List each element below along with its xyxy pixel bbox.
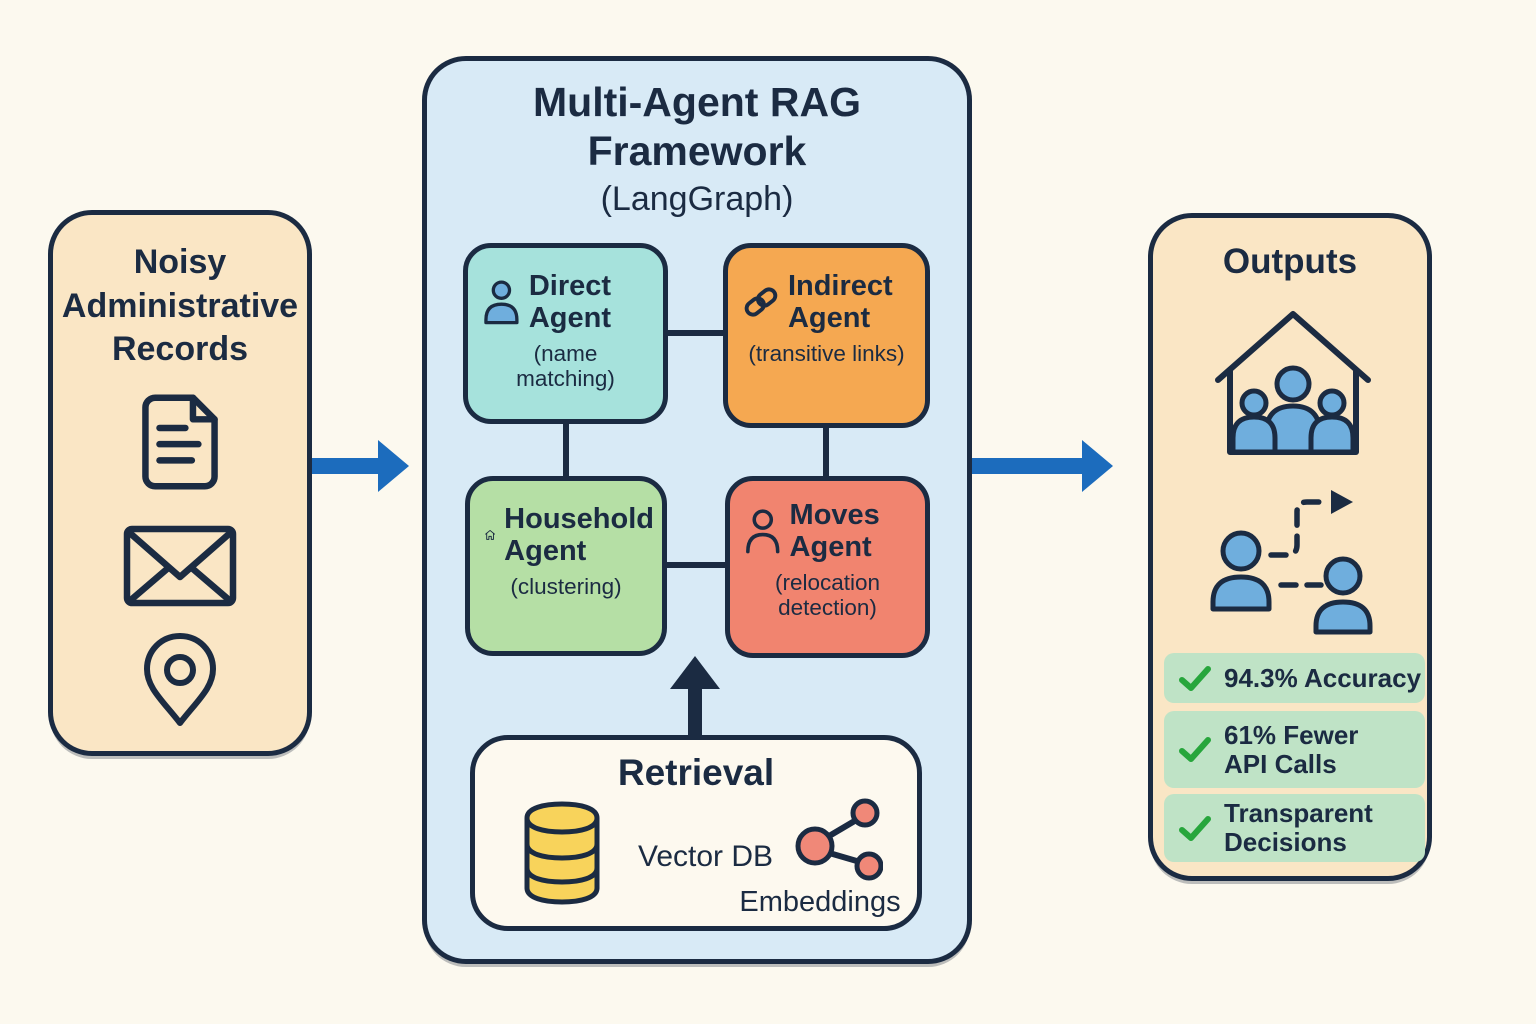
framework-title: Multi-Agent RAG Framework	[533, 79, 861, 175]
agent-box-moves: Moves Agent (relocation detection)	[725, 476, 930, 658]
embeddings-icon	[795, 798, 883, 881]
retrieval-box: Retrieval Vector DB Embeddings	[470, 735, 922, 931]
flow-arrow-framework-to-outputs	[972, 440, 1113, 492]
chain-link-icon	[744, 287, 778, 318]
relocation-icon	[1210, 490, 1373, 635]
agent-indirect-name: Indirect Agent	[787, 270, 893, 335]
agent-moves-detail: (relocation detection)	[774, 569, 881, 620]
location-pin-icon	[144, 632, 216, 726]
agent-box-household: Household Agent (clustering)	[465, 476, 667, 656]
agent-direct-detail: (name matching)	[516, 340, 615, 391]
result-transparent: Transparent Decisions	[1164, 794, 1425, 862]
embeddings-label: Embeddings	[739, 886, 901, 918]
agent-box-indirect: Indirect Agent (transitive links)	[723, 243, 930, 428]
input-panel-title: Noisy Administrative Records	[61, 243, 299, 369]
household-people-icon	[1215, 311, 1371, 455]
connector-household-moves	[665, 562, 727, 568]
result-transparent-text: Transparent Decisions	[1224, 798, 1373, 857]
agent-household-detail: (clustering)	[510, 573, 622, 599]
connector-direct-indirect	[668, 330, 725, 336]
agent-moves-name: Moves Agent	[789, 499, 880, 564]
check-icon	[1179, 815, 1211, 841]
result-api-calls: 61% Fewer API Calls	[1164, 711, 1425, 788]
envelope-icon	[123, 525, 237, 606]
check-icon	[1179, 665, 1211, 691]
person-outline-icon	[746, 509, 780, 554]
agent-direct-row: Direct Agent	[468, 248, 663, 335]
connector-indirect-moves	[823, 425, 829, 479]
agent-box-direct: Direct Agent (name matching)	[463, 243, 668, 424]
house-icon	[485, 530, 495, 541]
agent-moves-row: Moves Agent	[730, 481, 925, 564]
connector-direct-household	[563, 421, 569, 479]
database-icon	[524, 801, 600, 905]
outputs-title: Outputs	[1222, 242, 1358, 281]
vector-db-label: Vector DB	[637, 840, 774, 873]
agent-direct-name: Direct Agent	[528, 270, 612, 335]
document-icon	[142, 394, 218, 490]
agent-indirect-row: Indirect Agent	[728, 248, 925, 335]
retrieval-title: Retrieval	[617, 752, 775, 793]
agent-household-name: Household Agent	[504, 503, 654, 568]
result-accuracy: 94.3% Accuracy	[1164, 653, 1425, 703]
agent-indirect-detail: (transitive links)	[748, 340, 905, 366]
framework-title-block: Multi-Agent RAG Framework (LangGraph)	[442, 78, 952, 219]
check-icon	[1179, 737, 1211, 762]
outputs-panel: Outputs	[1148, 213, 1432, 881]
result-api-calls-text: 61% Fewer API Calls	[1224, 719, 1359, 779]
result-accuracy-text: 94.3% Accuracy	[1224, 662, 1422, 693]
agent-household-row: Household Agent	[470, 481, 662, 568]
flow-arrow-input-to-framework	[312, 440, 409, 492]
person-icon	[484, 280, 519, 325]
input-panel: Noisy Administrative Records	[48, 210, 312, 756]
retrieval-to-agents-arrow	[670, 656, 720, 742]
framework-subtitle: (LangGraph)	[600, 180, 794, 219]
